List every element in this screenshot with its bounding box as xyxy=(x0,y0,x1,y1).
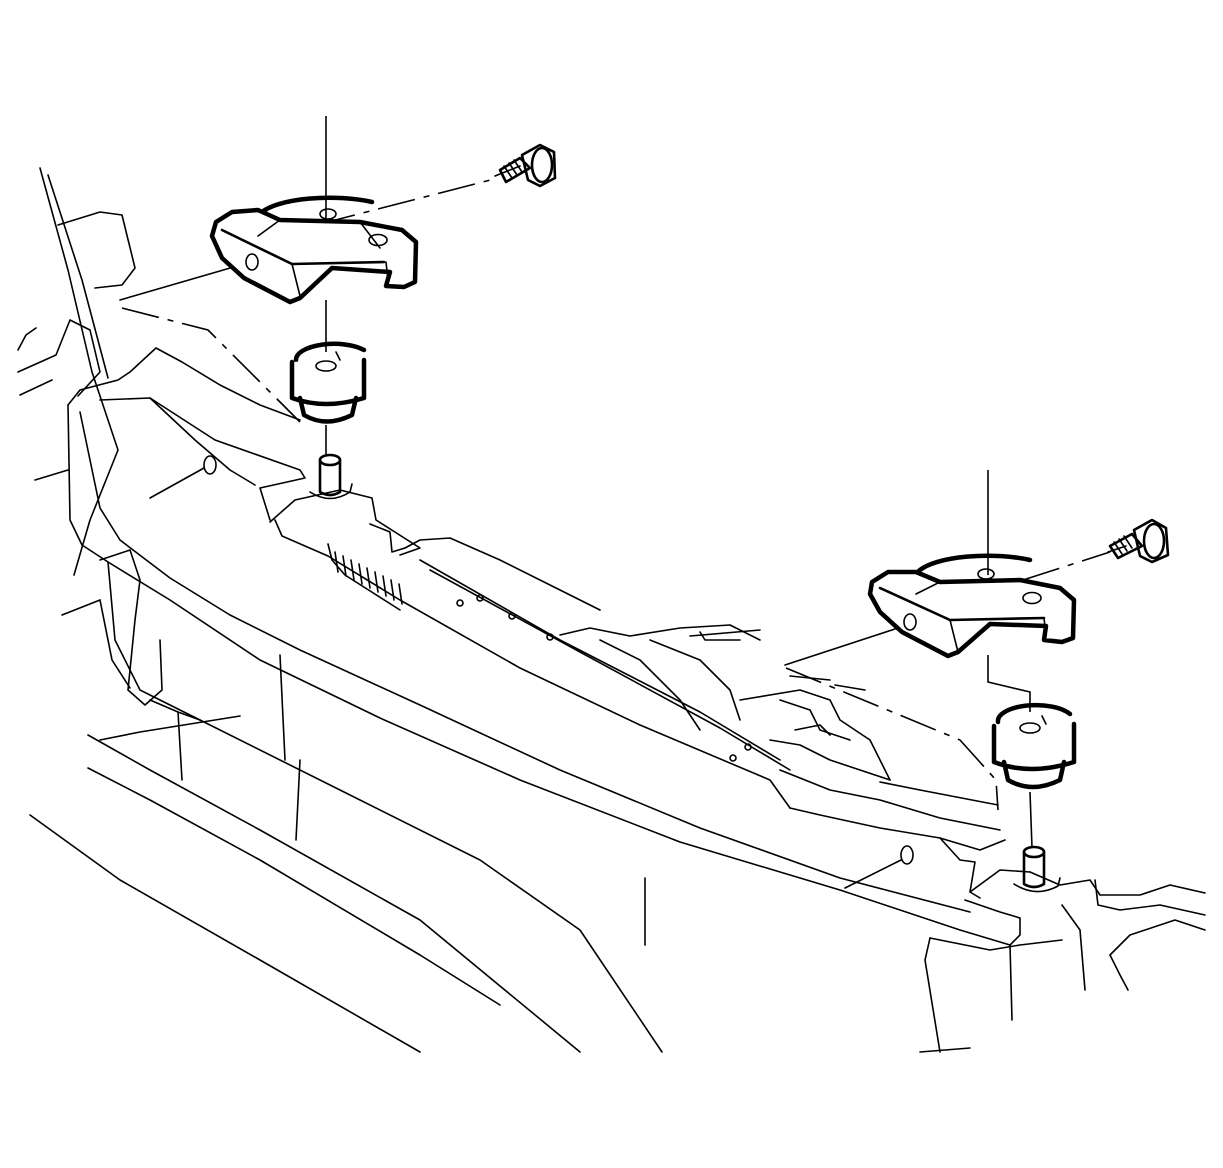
right-mounting-stud xyxy=(1013,845,1061,893)
left-fender-body xyxy=(17,167,201,781)
right-bracket-bolt xyxy=(1107,518,1170,564)
left-upper-bracket xyxy=(209,195,419,305)
right-rubber-insulator xyxy=(991,702,1077,790)
left-mounting-stud xyxy=(309,453,353,500)
radiator-support xyxy=(67,347,1031,946)
radiator-fins xyxy=(334,551,403,605)
right-fender-body xyxy=(919,871,1206,1053)
left-rubber-insulator xyxy=(289,341,367,424)
radiator-core xyxy=(269,489,891,809)
front-bumper-lines xyxy=(29,715,663,1053)
right-upper-bracket xyxy=(867,553,1077,659)
left-bracket-bolt xyxy=(494,143,557,188)
